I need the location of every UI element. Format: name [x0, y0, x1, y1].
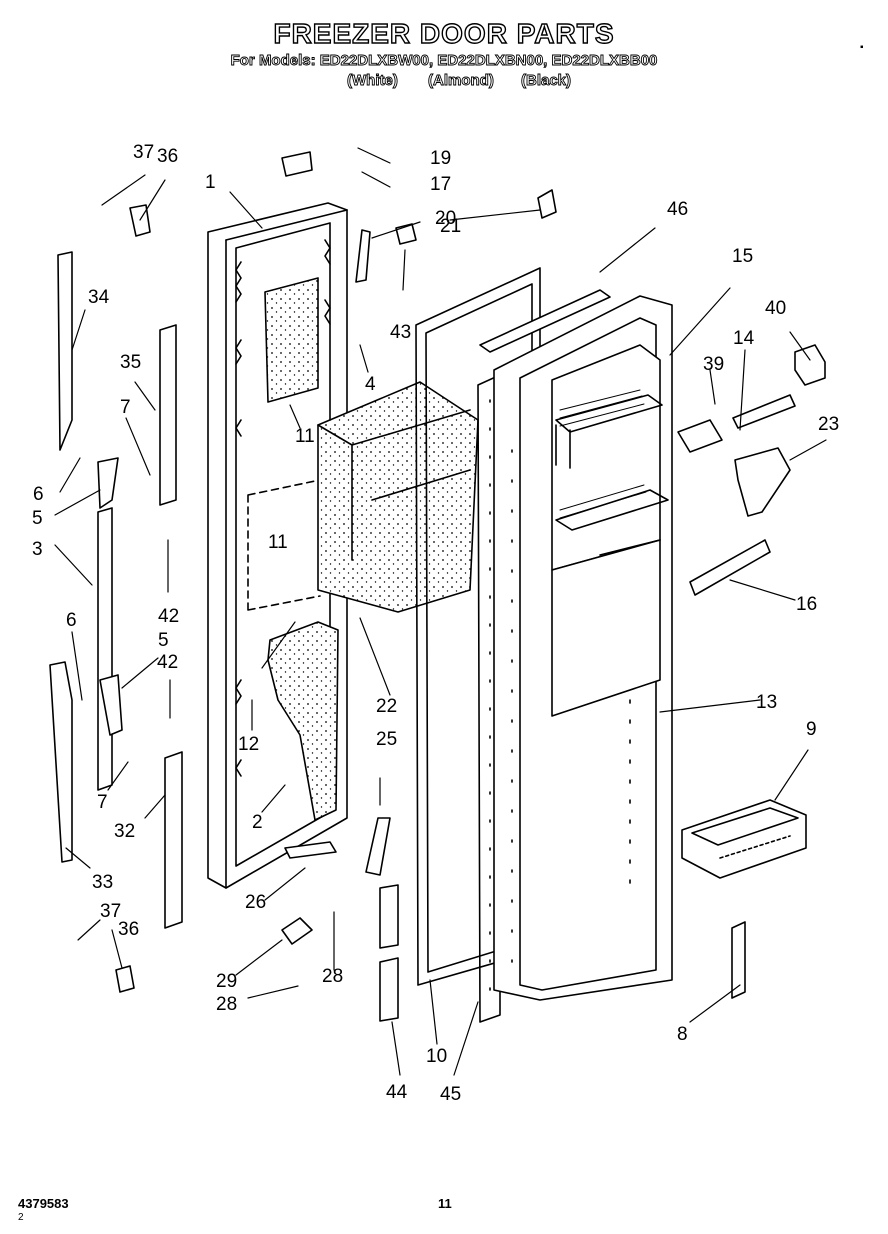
ice-chute-part-23 [734, 447, 791, 517]
hinge-bracket-part-8 [731, 921, 746, 999]
label-42a: 42 [158, 606, 179, 627]
label-14: 14 [733, 328, 755, 349]
label-11a: 11 [295, 426, 315, 447]
label-13: 13 [756, 692, 777, 713]
label-29: 29 [216, 971, 237, 992]
dispenser-housing [551, 344, 669, 717]
label-35: 35 [120, 352, 141, 373]
label-40: 40 [765, 298, 786, 319]
breaker-strip-part-45 [477, 374, 501, 1023]
strip-part-32 [164, 751, 183, 929]
strip-part-35 [159, 324, 177, 506]
hinge-part-5-lower [99, 674, 123, 736]
label-34: 34 [88, 287, 110, 308]
tube-part-20 [355, 229, 371, 283]
label-33: 33 [92, 872, 113, 893]
color-black-label: (Black) [521, 72, 572, 90]
label-7a: 7 [120, 397, 131, 418]
label-36b: 36 [118, 919, 139, 940]
clip-part-36 [115, 204, 151, 993]
label-44: 44 [386, 1082, 408, 1103]
label-16: 16 [796, 594, 817, 615]
label-45: 45 [440, 1084, 461, 1105]
part-16 [689, 539, 771, 596]
label-8: 8 [677, 1024, 688, 1045]
label-37a: 37 [133, 142, 154, 163]
label-23: 23 [818, 414, 839, 435]
label-19: 19 [430, 148, 451, 169]
color-almond-label: (Almond) [428, 72, 495, 90]
connector-part-17 [281, 151, 313, 177]
part-40 [794, 344, 826, 386]
label-39: 39 [703, 354, 724, 375]
label-9: 9 [806, 719, 817, 740]
page-title: FREEZER DOOR PARTS [273, 17, 615, 49]
label-6b: 6 [66, 610, 77, 631]
label-22: 22 [376, 696, 397, 717]
page-number: 11 [438, 1196, 452, 1211]
label-17: 17 [430, 174, 451, 195]
label-46: 46 [667, 199, 688, 220]
label-37b: 37 [100, 901, 121, 922]
label-7b: 7 [97, 792, 108, 813]
label-1: 1 [205, 172, 216, 193]
foam-block-part-22 [317, 381, 479, 613]
document-number: 4379583 [18, 1196, 69, 1211]
wire-nut-part-21 [537, 189, 557, 219]
hinge-part-5-upper [97, 457, 119, 509]
label-5b: 5 [158, 630, 169, 651]
label-26: 26 [245, 892, 266, 913]
label-12: 12 [238, 734, 259, 755]
leader-lines [54, 147, 827, 1076]
part-39 [677, 419, 723, 453]
tube-part-25 [365, 817, 391, 876]
drip-tray-part-9 [681, 799, 807, 879]
insulation-pad-lower [267, 621, 339, 821]
label-4: 4 [365, 374, 376, 395]
label-43: 43 [390, 322, 411, 343]
label-20: 20 [435, 208, 456, 229]
corner-tick: 2 [18, 1212, 24, 1223]
insulation-pad-upper [264, 277, 319, 403]
label-6a: 6 [33, 484, 44, 505]
strip-part-44 [379, 884, 399, 1022]
label-11b: 11 [268, 532, 288, 553]
part-14 [732, 394, 796, 429]
label-42b: 42 [157, 652, 178, 673]
label-2: 2 [252, 812, 263, 833]
label-3: 3 [32, 539, 43, 560]
label-21: 21 [440, 216, 461, 237]
part-26 [284, 841, 337, 859]
label-5a: 5 [32, 508, 43, 529]
label-15: 15 [732, 246, 753, 267]
strip-part-3 [97, 507, 113, 791]
color-white-label: (White) [347, 72, 399, 90]
strip-part-33 [49, 661, 73, 863]
label-28b: 28 [216, 994, 237, 1015]
corner-mark: ▪ [860, 42, 864, 53]
label-28a: 28 [322, 966, 343, 987]
part-29 [281, 917, 313, 945]
label-32: 32 [114, 821, 135, 842]
part-43 [395, 223, 417, 245]
label-25: 25 [376, 729, 397, 750]
label-36a: 36 [157, 146, 178, 167]
strip-part-34 [57, 251, 73, 451]
label-10: 10 [426, 1046, 447, 1067]
models-line: For Models: ED22DLXBW00, ED22DLXBN00, ED… [230, 52, 658, 70]
part-number-labels: 1 2 3 4 5 5 6 6 7 7 8 9 10 11 11 12 13 1… [32, 142, 839, 1105]
